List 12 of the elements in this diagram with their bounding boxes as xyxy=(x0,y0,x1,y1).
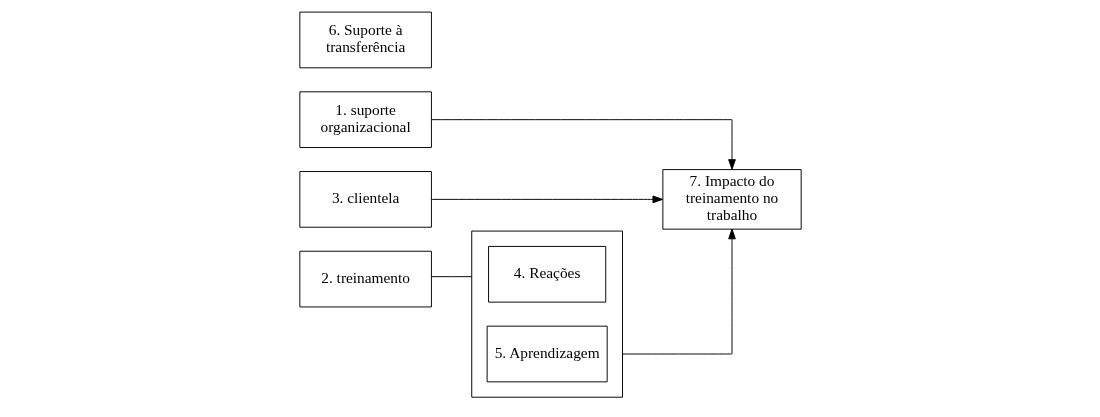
node-box: 7. Impacto do treinamento no trabalho xyxy=(661,169,802,230)
node-box: 5. Aprendizagem xyxy=(486,325,608,383)
node-box: 6. Suporte à transferência xyxy=(298,11,432,69)
node-box: 3. clientela xyxy=(298,171,432,228)
connector xyxy=(430,276,472,278)
node-box: 4. Reações xyxy=(487,245,606,303)
arrow xyxy=(430,119,736,170)
arrow xyxy=(430,195,663,204)
arrow xyxy=(621,228,736,355)
cluster xyxy=(470,230,623,398)
node-box: 2. treinamento xyxy=(298,250,432,308)
node-box: 1. suporte organizacional xyxy=(298,91,432,148)
